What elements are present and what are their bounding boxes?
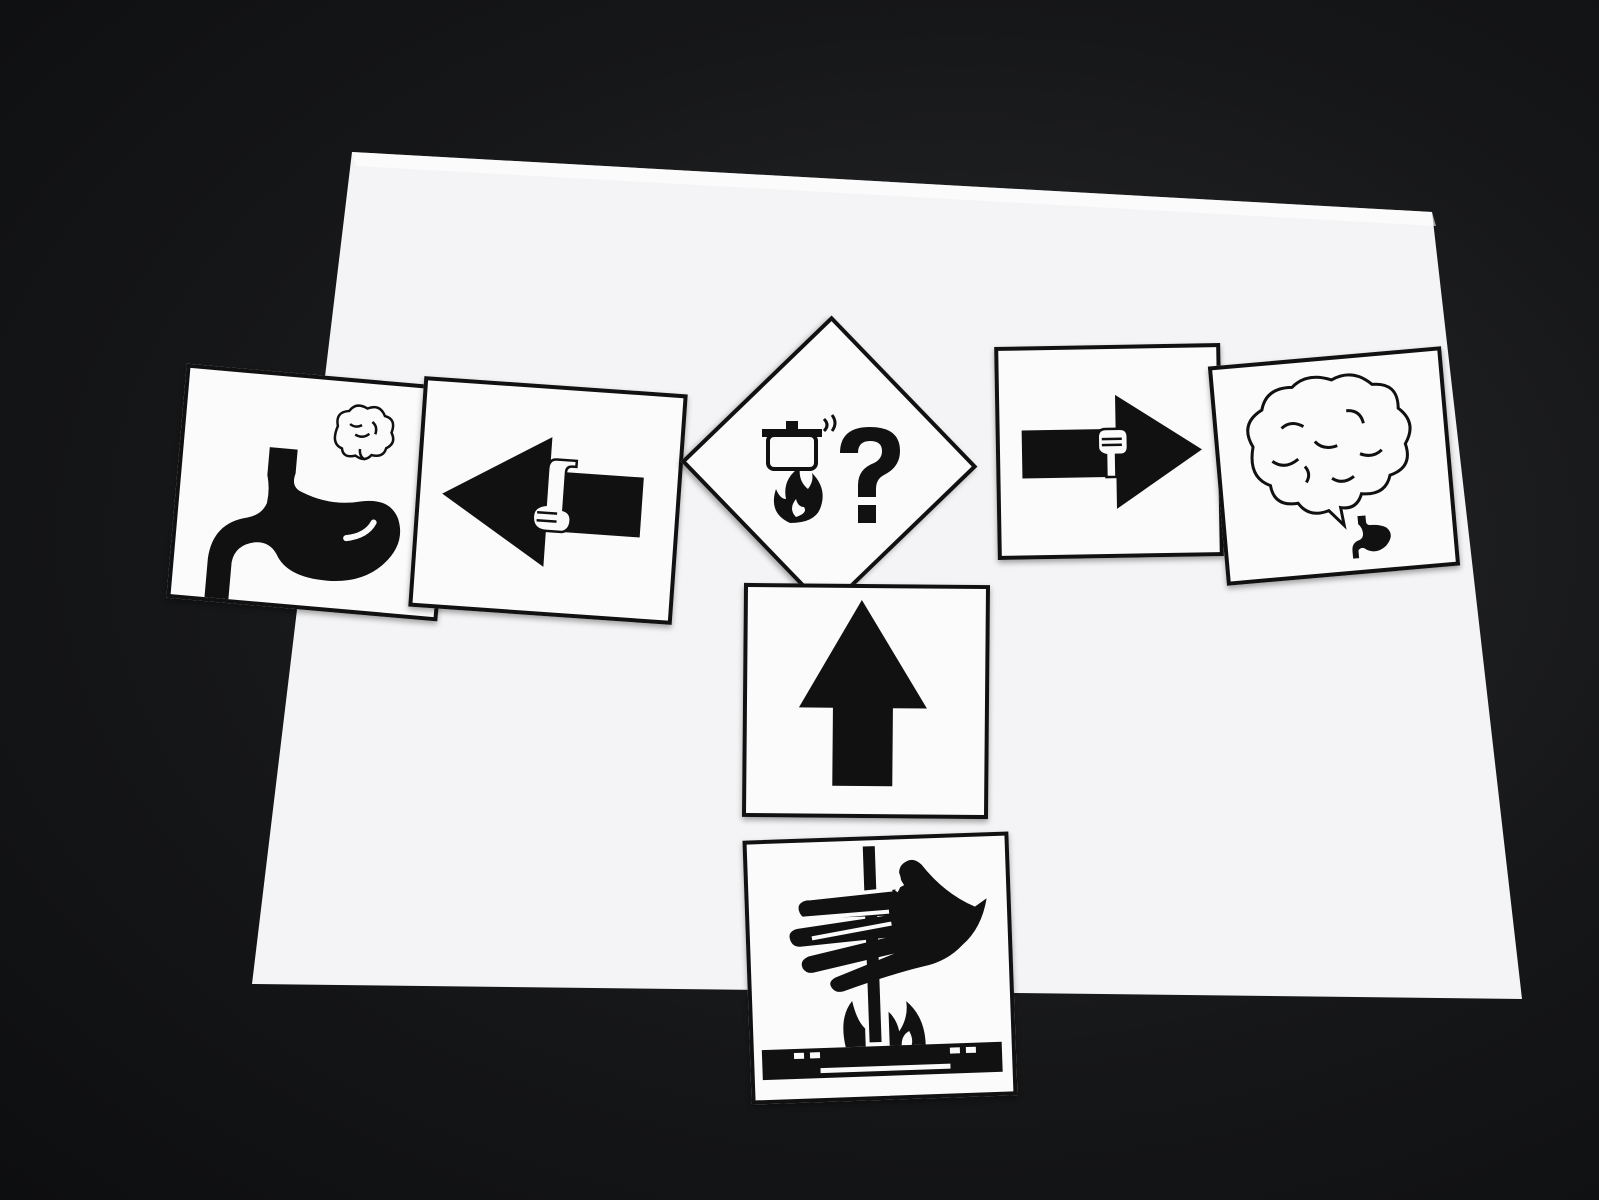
fire-icon [773, 467, 823, 523]
arrow-left-icon [442, 437, 644, 567]
stomach-brain-card[interactable] [166, 363, 458, 622]
stomach-icon [1352, 515, 1391, 559]
fist-icon [1096, 427, 1130, 479]
right-arrow-card[interactable] [994, 343, 1224, 560]
hand-fire-card[interactable] [742, 831, 1018, 1105]
arrow-up-icon [798, 599, 927, 787]
up-arrow-card[interactable] [741, 582, 991, 820]
cooking-pot-icon [762, 414, 837, 471]
brain-icon [1246, 373, 1412, 530]
stomach-icon [204, 447, 401, 603]
question-mark-icon [840, 427, 900, 523]
hand-icon [789, 846, 987, 1043]
fire-icon [843, 1000, 926, 1048]
left-arrow-card[interactable] [408, 376, 688, 625]
brain-stomach-card[interactable] [1207, 346, 1461, 586]
brain-icon [333, 404, 395, 461]
cooking-question-card[interactable] [680, 315, 978, 613]
stove-icon [761, 1041, 1003, 1081]
grabbing-hand-icon [531, 458, 579, 534]
